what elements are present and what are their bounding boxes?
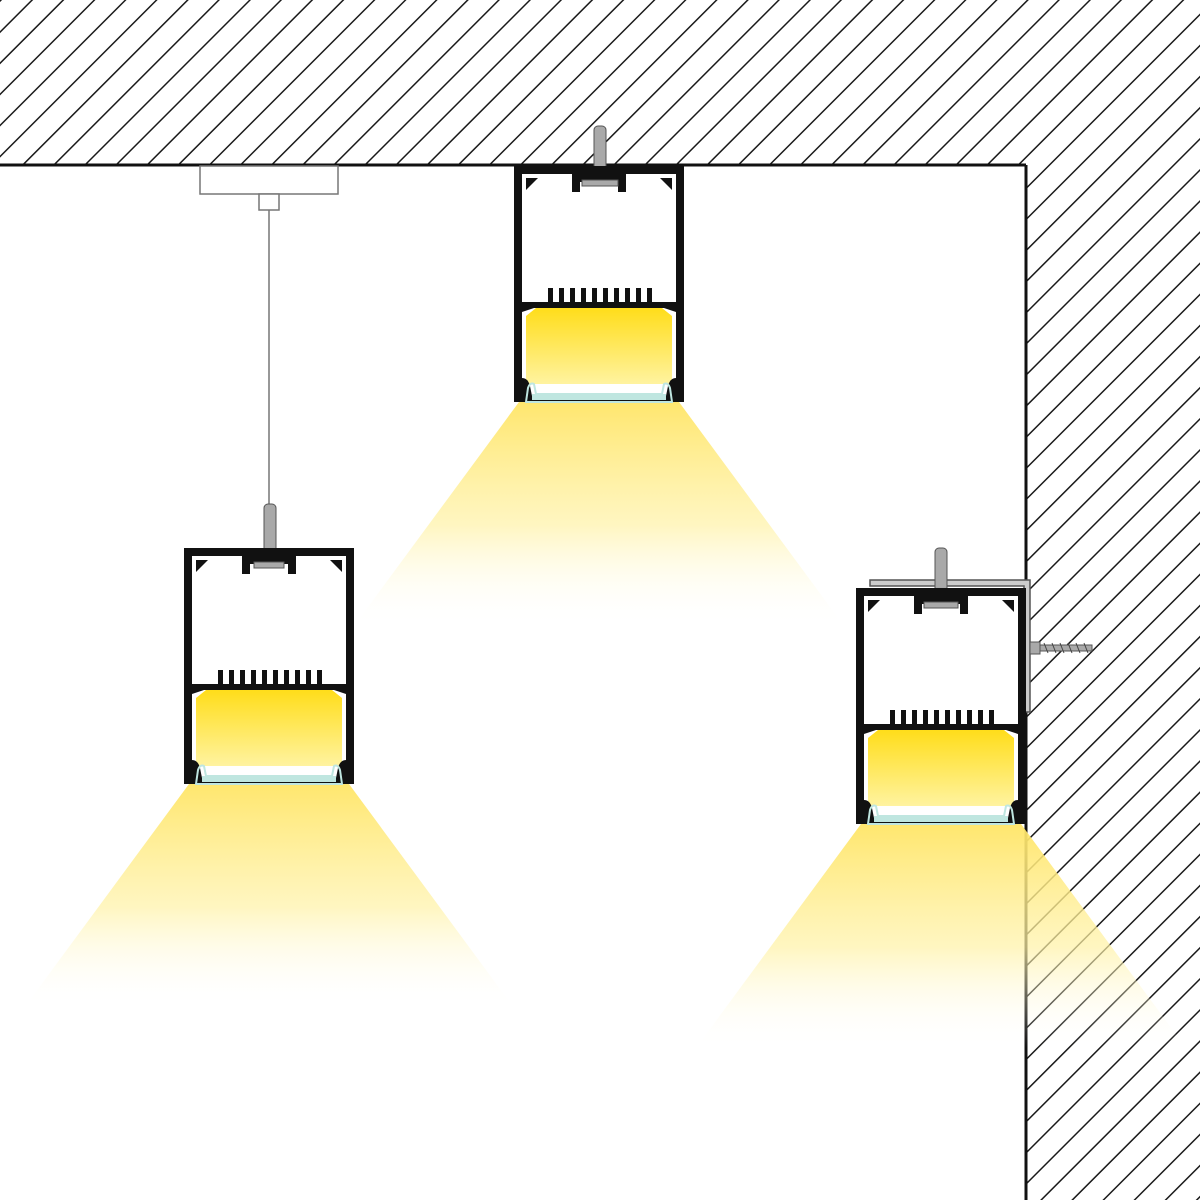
canopy-gripper bbox=[258, 193, 280, 211]
ceiling-mounted-profile bbox=[353, 125, 845, 627]
suspended-profile bbox=[23, 165, 515, 1009]
wall-mounted-profile bbox=[695, 547, 1187, 1049]
wall-screw bbox=[1029, 641, 1093, 655]
ceiling-canopy bbox=[199, 165, 339, 195]
